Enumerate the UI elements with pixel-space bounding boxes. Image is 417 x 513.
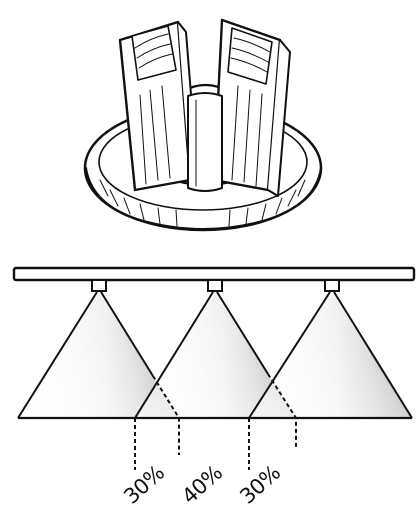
fan-2-left-edge bbox=[134, 291, 214, 419]
spray-fans bbox=[17, 291, 413, 470]
nozzle-tip-2 bbox=[207, 279, 223, 292]
overlap-label-left: 30% bbox=[119, 461, 169, 509]
fan-3-left-edge bbox=[248, 291, 331, 419]
boom-bar bbox=[12, 266, 416, 282]
nozzle-tip-1 bbox=[91, 279, 107, 292]
nozzle-tip-3 bbox=[324, 279, 340, 292]
fan-2-right-edge bbox=[216, 291, 269, 375]
spray-fan-3 bbox=[249, 292, 412, 418]
fan-3-right-edge bbox=[333, 291, 413, 419]
fan-1-left-edge bbox=[17, 291, 98, 419]
overlap-label-right: 30% bbox=[235, 461, 285, 509]
overlap-dashes bbox=[134, 373, 297, 470]
fan-1-right-edge bbox=[100, 291, 154, 377]
spray-nozzle-icon bbox=[83, 18, 323, 232]
nozzle-tips bbox=[91, 279, 340, 292]
overlap-labels: 30% 40% 30% bbox=[119, 461, 285, 509]
overlap-label-center: 40% bbox=[177, 461, 227, 509]
